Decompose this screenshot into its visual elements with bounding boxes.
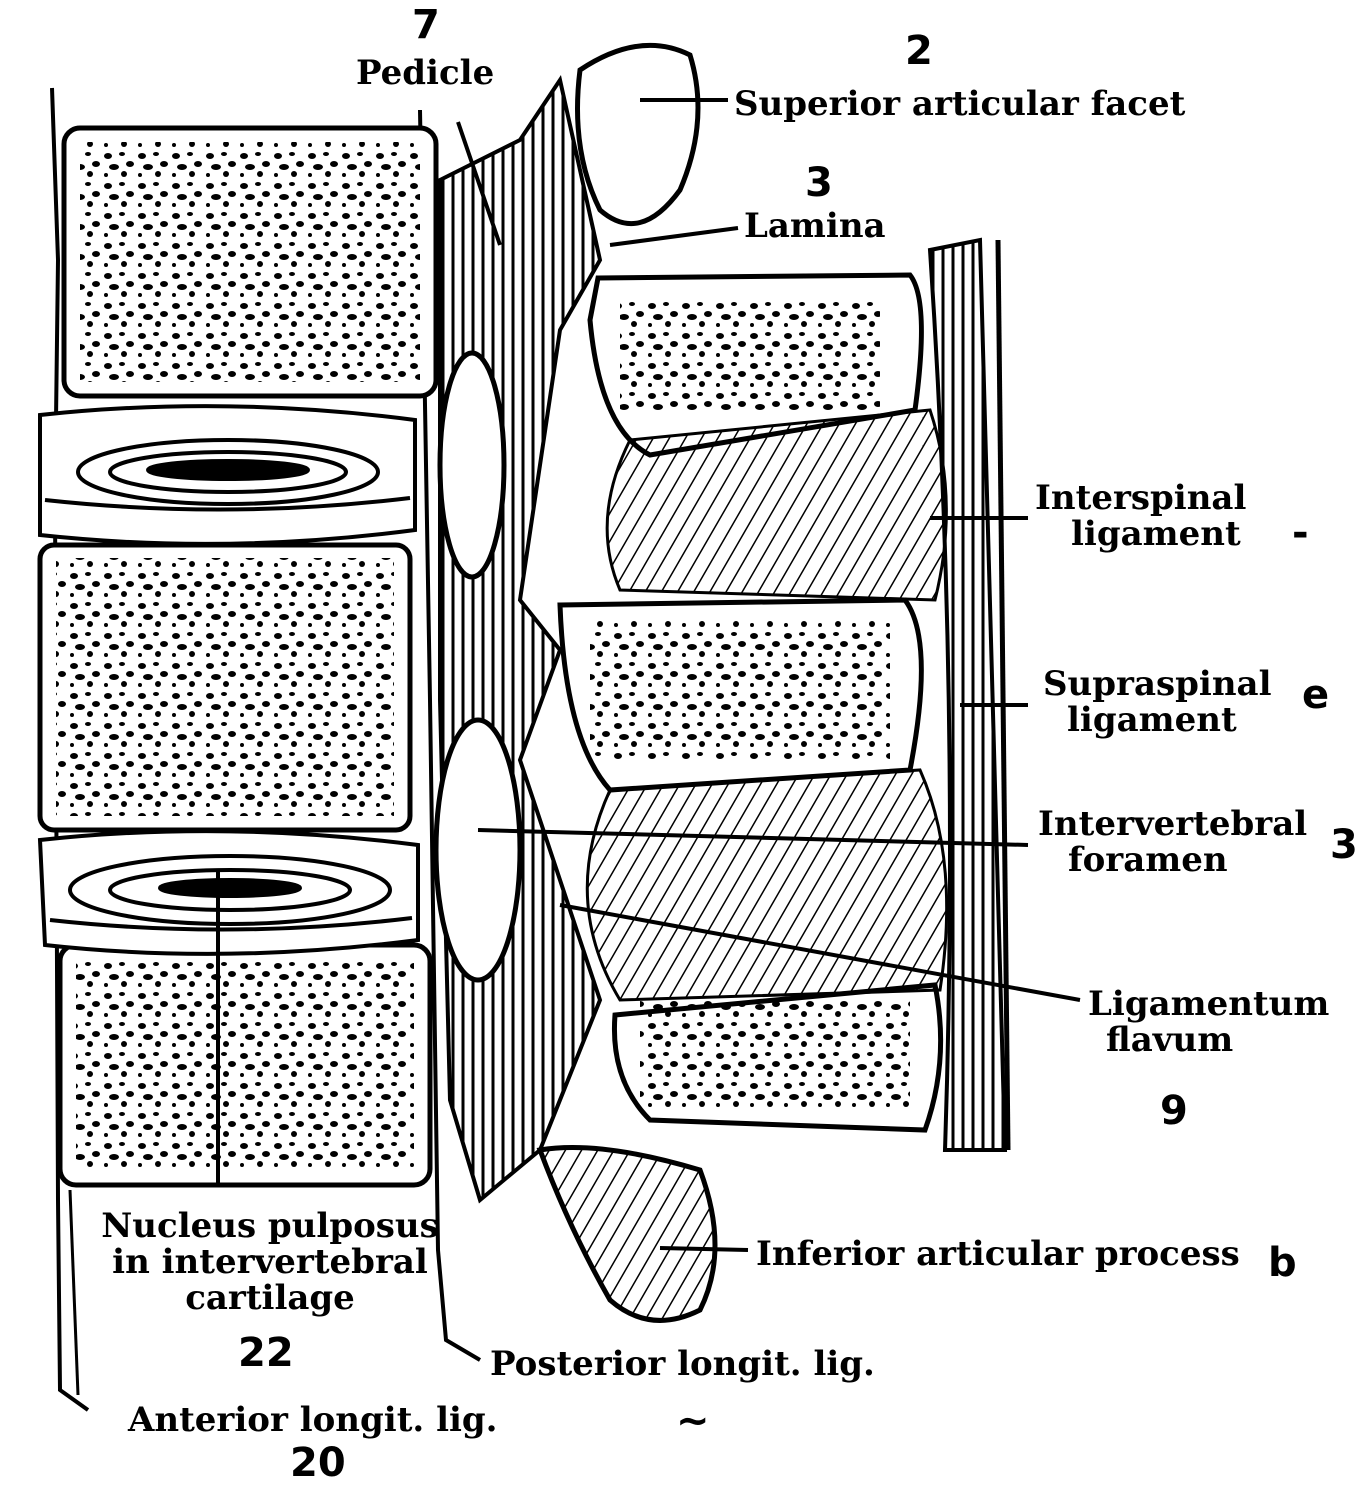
handwritten-mark-posterior-lig: ~	[676, 1398, 710, 1444]
handwritten-mark-nucleus: 22	[238, 1330, 294, 1376]
label-nucleus-line-2: in intervertebral	[95, 1244, 445, 1280]
label-posterior-longit-lig: Posterior longit. lig.	[490, 1346, 875, 1382]
label-supraspinal-line-2: ligament	[1043, 702, 1272, 738]
label-interspinal-line-2: ligament	[1035, 516, 1246, 552]
label-interspinal-ligament: Interspinal ligament	[1035, 480, 1246, 552]
handwritten-mark-interspinal: -	[1292, 510, 1309, 556]
handwritten-mark-supraspinal: e	[1302, 672, 1329, 718]
spinous-processes	[560, 275, 941, 1130]
label-supraspinal-line-1: Supraspinal	[1043, 666, 1272, 702]
label-supraspinal-ligament: Supraspinal ligament	[1043, 666, 1272, 738]
label-flavum-line-2: flavum	[1088, 1022, 1329, 1058]
handwritten-mark-superior-facet: 2	[905, 28, 933, 74]
label-nucleus-pulposus: Nucleus pulposus in intervertebral carti…	[95, 1208, 445, 1316]
label-inferior-articular-process: Inferior articular process	[756, 1236, 1240, 1272]
handwritten-mark-foramen: 3	[1330, 822, 1358, 868]
label-ligamentum-flavum: Ligamentum flavum	[1088, 986, 1329, 1058]
label-lamina: Lamina	[744, 208, 886, 244]
label-anterior-longit-lig: Anterior longit. lig.	[128, 1402, 498, 1438]
handwritten-mark-anterior-lig: 20	[290, 1440, 346, 1486]
label-nucleus-line-3: cartilage	[95, 1280, 445, 1316]
label-flavum-line-1: Ligamentum	[1088, 986, 1329, 1022]
handwritten-mark-inferior-process: b	[1268, 1240, 1297, 1286]
handwritten-mark-lamina: 3	[805, 160, 833, 206]
handwritten-mark-flavum: 9	[1160, 1088, 1188, 1134]
label-superior-articular-facet: Superior articular facet	[734, 86, 1185, 122]
label-foramen-line-1: Intervertebral	[1038, 806, 1307, 842]
label-nucleus-line-1: Nucleus pulposus	[95, 1208, 445, 1244]
label-foramen-line-2: foramen	[1038, 842, 1307, 878]
handwritten-mark-pedicle: 7	[412, 2, 440, 48]
label-pedicle: Pedicle	[356, 55, 494, 91]
label-interspinal-line-1: Interspinal	[1035, 480, 1246, 516]
label-intervertebral-foramen: Intervertebral foramen	[1038, 806, 1307, 878]
vertebral-bodies	[40, 128, 436, 1185]
